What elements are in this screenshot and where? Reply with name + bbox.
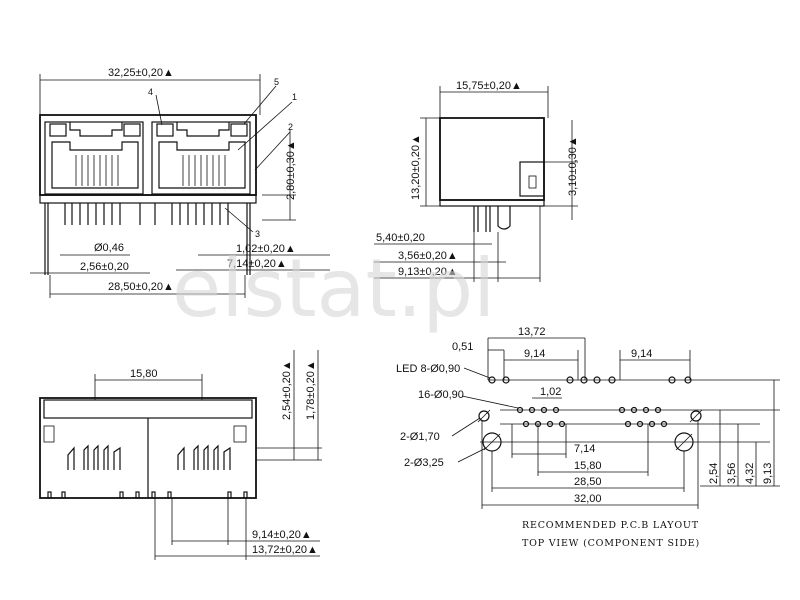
bottom-d1: 9,14±0,20▲ (252, 529, 312, 541)
pcb-layout: 13,72 0,51 9,14 9,14 LED 8-Ø0,90 (396, 326, 780, 549)
side-d1: 5,40±0,20 (376, 232, 425, 244)
side-d2: 3,56±0,20▲ (398, 250, 458, 262)
front-pitch-dim: 28,50±0,20▲ (108, 281, 174, 293)
rj45-port-left (44, 121, 144, 195)
pcb-d-1-02: 1,02 (540, 386, 561, 398)
front-row-pitch-dim: 2,56±0,20 (80, 261, 129, 273)
callout-3: 3 (255, 229, 260, 239)
pcb-pins-label: 16-Ø0,90 (418, 389, 464, 401)
pcb-caption-1: RECOMMENDED P.C.B LAYOUT (522, 520, 699, 531)
pcb-caption-2: TOP VIEW (COMPONENT SIDE) (522, 538, 700, 549)
pcb-d-28-50: 28,50 (574, 476, 602, 488)
callout-5: 5 (274, 77, 279, 87)
pcb-v-3-56: 3,56 (726, 463, 738, 484)
pcb-hole-b-label: 2-Ø3,25 (404, 457, 444, 469)
side-height-dim: 13,20±0,20▲ (410, 134, 422, 200)
pcb-d-13-72: 13,72 (518, 326, 546, 338)
pcb-d-9-14-b: 9,14 (631, 348, 652, 360)
front-width-dim: 32,25±0,20▲ (108, 67, 174, 79)
side-led-dim: 3,10±0,30▲ (567, 136, 579, 196)
pcb-d-32-00: 32,00 (574, 493, 602, 505)
bottom-v1: 2,54±0,20▲ (281, 360, 293, 420)
pcb-v-4-32: 4,32 (744, 463, 756, 484)
bottom-top-dim: 15,80 (130, 368, 158, 380)
callout-4: 4 (148, 87, 153, 97)
front-view: 32,25±0,20▲ (30, 67, 330, 298)
pcb-d-9-14-a: 9,14 (524, 348, 545, 360)
pcb-d-15-80: 15,80 (574, 460, 602, 472)
front-offset-dim: 7,14±0,20▲ (227, 258, 287, 270)
side-view: 15,75±0,20▲ 13,20±0,20▲ 3,10±0,30▲ 5,40±… (374, 80, 579, 282)
watermark: elstat.pl (172, 242, 495, 335)
pcb-d-0-51: 0,51 (452, 341, 473, 353)
pcb-v-9-13: 9,13 (762, 463, 774, 484)
pcb-d-7-14: 7,14 (574, 443, 595, 455)
bottom-view: 15,80 2,54±0,20▲ 1,78±0,20▲ 9,14±0,20▲ (39, 350, 322, 560)
bottom-v2: 1,78±0,20▲ (305, 360, 317, 420)
pcb-led-label: LED 8-Ø0,90 (396, 363, 460, 375)
rj45-port-right (151, 121, 251, 195)
pcb-hole-a-label: 2-Ø1,70 (400, 431, 440, 443)
side-d3: 9,13±0,20▲ (398, 266, 458, 278)
front-pin-dia: Ø0,46 (94, 242, 124, 254)
bottom-d2: 13,72±0,20▲ (252, 544, 318, 556)
front-pin-spacing-dim: 1,02±0,20▲ (236, 243, 296, 255)
callout-2: 2 (288, 122, 293, 132)
front-pins (44, 203, 251, 275)
front-height-dim: 2,80±0,30▲ (285, 140, 297, 200)
callout-1: 1 (292, 92, 297, 102)
side-depth-dim: 15,75±0,20▲ (456, 80, 522, 92)
pcb-v-2-54: 2,54 (708, 463, 720, 484)
